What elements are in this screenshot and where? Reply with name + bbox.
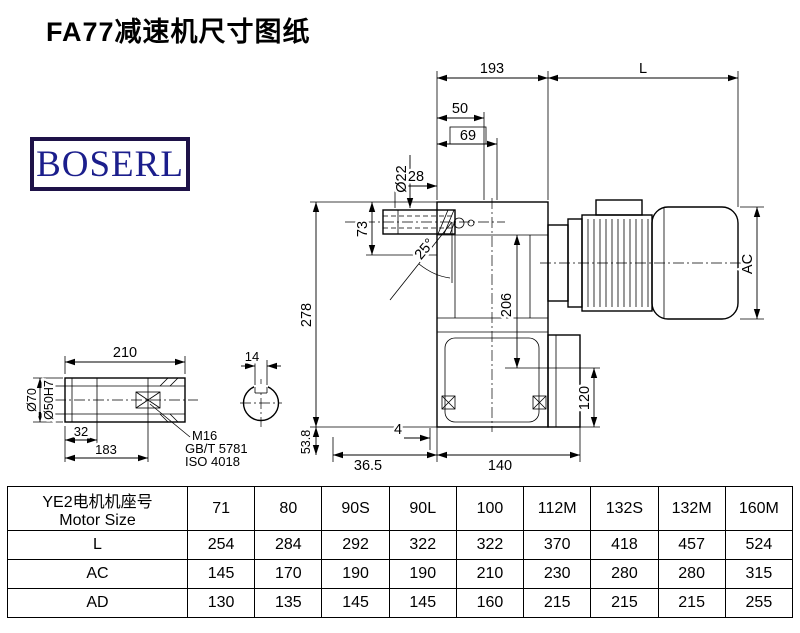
cell-AC-5: 230: [523, 559, 592, 589]
dimension-drawing: 193 L 50 69 Ø22 28 73 25° 278 53.8 206 A…: [23, 59, 764, 477]
cell-AD-3: 145: [388, 588, 457, 618]
dim-L: L: [639, 61, 647, 77]
label-m16-bolt: M16: [192, 428, 217, 443]
motor-size-header-en: Motor Size: [59, 511, 136, 529]
cell-AC-7: 280: [657, 559, 726, 589]
cell-AD-1: 135: [254, 588, 323, 618]
dim-50: 50: [452, 101, 468, 117]
gearbox-housing: [436, 201, 581, 428]
dim-36-5: 36.5: [354, 458, 382, 474]
dim-183: 183: [95, 442, 117, 457]
brand-logo-text: BOSERL: [36, 143, 184, 185]
cell-L-1: 284: [254, 530, 323, 560]
brand-logo: BOSERL: [30, 137, 190, 191]
dim-25deg: 25°: [412, 236, 438, 263]
dim-278: 278: [299, 303, 315, 327]
centerlines: [55, 198, 752, 432]
dim-206: 206: [499, 293, 515, 317]
cell-AD-8: 255: [724, 588, 794, 618]
cell-AD-4: 160: [455, 588, 525, 618]
motor-size-header-cn: YE2电机机座号: [42, 493, 153, 511]
dim-140: 140: [488, 458, 512, 474]
dim-28: 28: [408, 169, 424, 185]
dim-dia50h7: Ø50H7: [42, 380, 56, 420]
motor-dimension-table: YE2电机机座号 Motor Size 71 80 90S 90L 100 11…: [7, 486, 794, 618]
col-header-100: 100: [455, 486, 525, 531]
cell-L-7: 457: [657, 530, 726, 560]
dim-73: 73: [355, 221, 371, 237]
cell-AC-6: 280: [590, 559, 659, 589]
row-label-AD: AD: [7, 588, 188, 618]
cell-AD-5: 215: [523, 588, 592, 618]
angle-reference: [389, 221, 453, 301]
col-header-90s: 90S: [321, 486, 390, 531]
dim-4: 4: [394, 422, 402, 438]
cell-AD-2: 145: [321, 588, 390, 618]
shaft-section-circle: [242, 384, 280, 422]
row-label-L: L: [7, 530, 188, 560]
dim-dia70: Ø70: [25, 388, 39, 412]
cell-L-2: 292: [321, 530, 390, 560]
page-title: FA77减速机尺寸图纸: [46, 17, 311, 47]
dim-120: 120: [577, 386, 593, 410]
dim-193: 193: [480, 61, 504, 77]
col-header-132m: 132M: [657, 486, 726, 531]
col-header-80: 80: [254, 486, 323, 531]
cell-L-5: 370: [523, 530, 592, 560]
dim-AC: AC: [740, 254, 756, 274]
shaft-detail: [64, 377, 191, 438]
table-row-L: L 254 284 292 322 322 370 418 457 524: [7, 530, 794, 560]
cell-AC-2: 190: [321, 559, 390, 589]
cell-L-3: 322: [388, 530, 457, 560]
cell-AD-7: 215: [657, 588, 726, 618]
table-row-AC: AC 145 170 190 190 210 230 280 280 315: [7, 559, 794, 589]
cell-AC-0: 145: [186, 559, 256, 589]
dim-14: 14: [245, 349, 259, 364]
cell-AD-0: 130: [186, 588, 256, 618]
dim-69: 69: [460, 128, 476, 144]
cell-L-0: 254: [186, 530, 256, 560]
motor-size-header: YE2电机机座号 Motor Size: [7, 486, 188, 531]
col-header-90l: 90L: [388, 486, 457, 531]
cell-L-8: 524: [724, 530, 794, 560]
col-header-132s: 132S: [590, 486, 659, 531]
label-iso-standard: ISO 4018: [185, 454, 240, 469]
motor: [547, 199, 739, 320]
dim-210: 210: [113, 345, 137, 361]
table-row-AD: AD 130 135 145 145 160 215 215 215 255: [7, 588, 794, 618]
dim-dia22: Ø22: [394, 165, 410, 192]
cell-L-4: 322: [455, 530, 525, 560]
dim-53-8: 53.8: [299, 430, 313, 454]
cell-L-6: 418: [590, 530, 659, 560]
dim-32: 32: [74, 424, 88, 439]
dimension-lines: [33, 71, 764, 462]
cell-AD-6: 215: [590, 588, 659, 618]
cell-AC-1: 170: [254, 559, 323, 589]
cell-AC-8: 315: [724, 559, 794, 589]
label-gbt-standard: GB/T 5781: [185, 441, 248, 456]
cell-AC-3: 190: [388, 559, 457, 589]
table-header-row: YE2电机机座号 Motor Size 71 80 90S 90L 100 11…: [7, 486, 794, 531]
dimension-labels: 193 L 50 69 Ø22 28 73 25° 278 53.8 206 A…: [23, 59, 759, 477]
col-header-71: 71: [186, 486, 256, 531]
col-header-112m: 112M: [523, 486, 592, 531]
col-header-160m: 160M: [724, 486, 794, 531]
cell-AC-4: 210: [455, 559, 525, 589]
row-label-AC: AC: [7, 559, 188, 589]
